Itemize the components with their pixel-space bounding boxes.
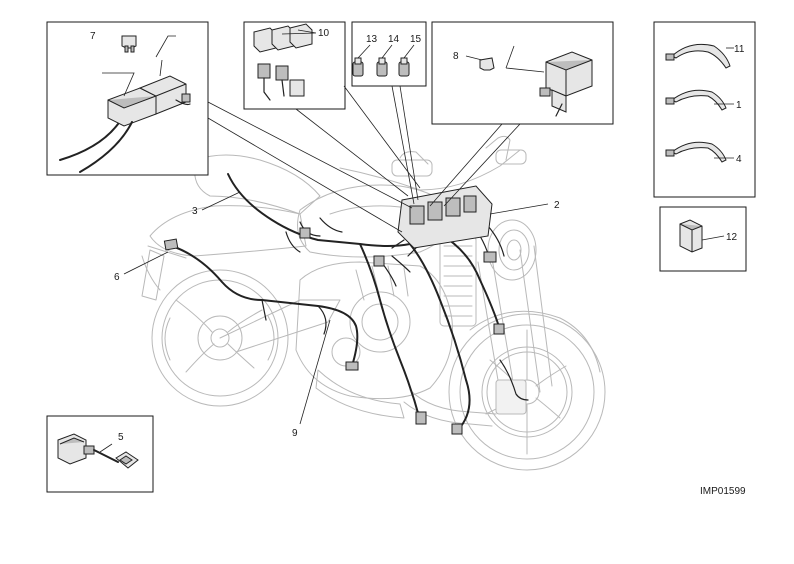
inset-box-cable-ties [653,21,756,198]
inset-box-fuse-7 [46,21,209,176]
callout-2: 2 [554,200,560,211]
front-fork [477,245,553,415]
callout-3: 3 [192,206,198,217]
inset-box-relays-10 [243,21,346,110]
connector-12-part [679,219,703,253]
figure-reference: IMP01599 [700,486,746,497]
callout-12: 12 [726,232,738,243]
callout-14: 14 [388,34,400,45]
fuse-7-part [121,35,137,53]
callout-5: 5 [118,432,124,443]
headlight [487,219,537,281]
fuse-14 [376,57,388,77]
relay-10-top [253,23,313,53]
fuse-15 [398,57,410,77]
fuse-box-cluster [391,185,493,257]
handlebars [339,135,527,191]
callout-15: 15 [410,34,422,45]
sensor-5-part [57,433,139,469]
engine [295,261,454,419]
callout-6: 6 [114,272,120,283]
exhaust [403,389,497,427]
cable-tie-4 [665,141,727,163]
main-wiring-harness [163,173,529,435]
relay-10-bottom [257,63,305,101]
inset-box-fuse-8 [431,21,614,125]
cable-tie-1 [665,89,727,111]
front-wheel [448,313,606,471]
callout-11: 11 [734,44,745,55]
callout-labels: 7 10 13 14 15 8 11 1 4 12 3 2 6 9 5 [90,28,745,443]
callout-7: 7 [90,31,96,42]
inset-box-sensor-5 [46,415,154,493]
callout-leaders [123,191,549,425]
callout-10: 10 [318,28,330,39]
inset-box-fuses-13-15 [351,21,427,87]
callout-1: 1 [736,100,742,111]
inset-leaders [207,85,521,233]
fuse-holder [539,51,593,117]
fuse-8-part [479,57,495,71]
relay-assembly [59,75,191,173]
front-fender [469,310,601,373]
motorcycle-outline [141,135,606,471]
callout-4: 4 [736,154,742,165]
callout-9: 9 [292,428,298,439]
cable-tie-11 [665,43,731,69]
callout-8: 8 [453,51,459,62]
license-plate-bracket [141,249,165,301]
inset-box-connector-12 [659,206,747,272]
callout-13: 13 [366,34,378,45]
fuse-13 [352,57,364,77]
